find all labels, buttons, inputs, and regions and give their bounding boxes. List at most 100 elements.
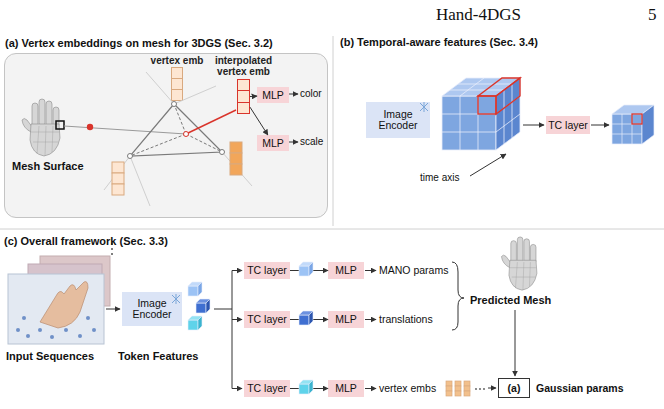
mesh-triangle	[174, 86, 216, 104]
connector-arrow	[290, 388, 328, 389]
hand-mesh	[56, 121, 64, 129]
box-label: (a)	[508, 383, 521, 394]
running-header: Hand-4DGS	[436, 6, 521, 24]
flow-arrow	[232, 270, 242, 271]
feature-volume	[496, 96, 520, 114]
embedding-stack	[112, 173, 124, 184]
tc-layer-box: TC layer	[244, 311, 290, 328]
mesh-triangle	[186, 134, 222, 152]
mlp-box: MLP	[257, 135, 289, 151]
flow-arrow	[365, 270, 376, 271]
feature-volume	[496, 114, 520, 132]
feature-volume	[442, 78, 520, 150]
snowflake-icon	[424, 102, 425, 112]
embedding-cell	[171, 89, 183, 101]
vertex-embedding-icon	[446, 386, 452, 391]
feature-volume	[460, 96, 461, 150]
feature-volume	[478, 96, 479, 150]
vertex-embedding-icon	[446, 381, 485, 396]
flow-arrow	[523, 125, 609, 126]
mesh-triangle	[64, 72, 252, 206]
box-label: MLP	[335, 383, 357, 394]
input-frames	[38, 328, 42, 332]
output-feature	[632, 114, 633, 144]
feature-volume	[458, 84, 512, 85]
vertex-embedding-icon	[464, 386, 470, 391]
token-cube	[196, 303, 206, 313]
embedding-stack	[112, 142, 242, 195]
snowflake-icon	[420, 103, 428, 111]
flow-arrow	[515, 310, 516, 376]
input-frames	[26, 334, 30, 338]
flow-arrow	[523, 125, 544, 126]
snowflake-icon	[172, 295, 180, 303]
token-cube	[188, 282, 202, 286]
box-label: MLP	[335, 314, 357, 325]
token-cube	[188, 286, 198, 296]
panel-divider	[333, 36, 334, 226]
box-label: TC layer	[247, 265, 287, 276]
mesh-triangle	[186, 110, 236, 134]
embedding-label: vertex emb	[145, 55, 209, 66]
output-feature	[612, 134, 642, 135]
embedding-label: interpolated vertex emb	[212, 55, 276, 77]
input-frames	[50, 335, 54, 339]
flow-arrow	[106, 271, 515, 389]
page-number: 5	[648, 6, 657, 24]
hand-mesh	[22, 99, 64, 156]
mesh-triangle	[146, 72, 174, 104]
input-frames	[92, 328, 96, 332]
flow-arrow	[365, 319, 376, 320]
snowflake-icon	[420, 103, 428, 111]
tc-layer-box: TC layer	[244, 380, 290, 397]
tc-layer-box: TC layer	[546, 116, 590, 134]
mesh-triangle	[172, 102, 177, 107]
output-label: vertex embs	[379, 382, 436, 394]
output-label: translations	[379, 313, 433, 325]
flow-arrow	[591, 125, 609, 126]
embedding-stack	[112, 184, 124, 195]
mesh-triangle	[104, 156, 130, 190]
vertex-embedding-icon	[464, 381, 470, 386]
vertex-embedding-icon	[479, 388, 481, 390]
connector-arrow	[290, 319, 328, 320]
output-feature	[622, 114, 623, 144]
vertex-embedding-icon	[475, 388, 477, 390]
embedding-stack	[230, 153, 242, 164]
embedding-cell	[237, 102, 250, 114]
output-feature	[642, 105, 654, 144]
predicted-mesh	[501, 237, 536, 290]
token-cube	[188, 282, 210, 330]
feature-volume	[460, 78, 484, 96]
token-cube	[198, 316, 202, 330]
embedding-stack	[112, 162, 124, 173]
panel-divider	[0, 36, 664, 229]
mesh-triangle	[222, 152, 252, 186]
token-cube	[299, 384, 309, 394]
feature-volume	[496, 78, 520, 114]
connector-arrow	[290, 270, 328, 271]
panel-box: (a) Vertex embeddings on mesh for 3DGS (…	[4, 53, 328, 218]
token-cube	[299, 311, 313, 315]
vertex-embedding-icon	[455, 386, 461, 391]
feature-volume	[442, 114, 496, 115]
vertex-embedding-icon	[464, 391, 470, 396]
snowflake-icon	[172, 295, 180, 303]
tc-layer-box: TC layer	[244, 262, 290, 279]
mlp-box: MLP	[328, 311, 364, 328]
feature-volume	[450, 90, 504, 91]
hand-mesh	[22, 99, 60, 156]
flow-arrow	[232, 271, 233, 389]
feature-volume	[478, 78, 502, 96]
input-frames	[40, 256, 110, 306]
panel-heading: (c) Overall framework (Sec. 3.3)	[4, 235, 168, 247]
output-label: Predicted Mesh	[470, 294, 551, 306]
token-cube	[206, 299, 210, 313]
output-label: MANO params	[379, 264, 448, 276]
mesh-triangle	[130, 104, 222, 156]
input-frames	[28, 264, 102, 316]
input-frames	[22, 316, 26, 320]
input-frames	[40, 282, 88, 328]
mesh-triangle	[174, 104, 186, 134]
curly-brace	[452, 262, 464, 330]
